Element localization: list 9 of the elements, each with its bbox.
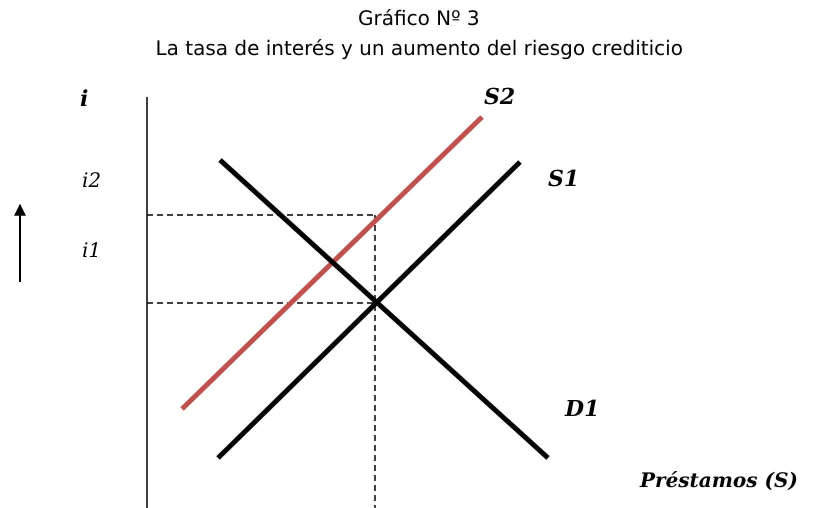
rate-label: i2 [82, 168, 102, 192]
rate-label: i1 [82, 238, 102, 262]
chart-subtitle: La tasa de interés y un aumento del riesgo crediticio [156, 36, 683, 60]
curve-label: S1 [548, 166, 580, 192]
axis-label: Préstamos (S) [640, 468, 798, 492]
curve-label: D1 [565, 396, 600, 422]
axis-label: i [80, 86, 88, 112]
chart-title: Gráfico Nº 3 [358, 6, 480, 30]
curve-label: S2 [484, 84, 516, 110]
